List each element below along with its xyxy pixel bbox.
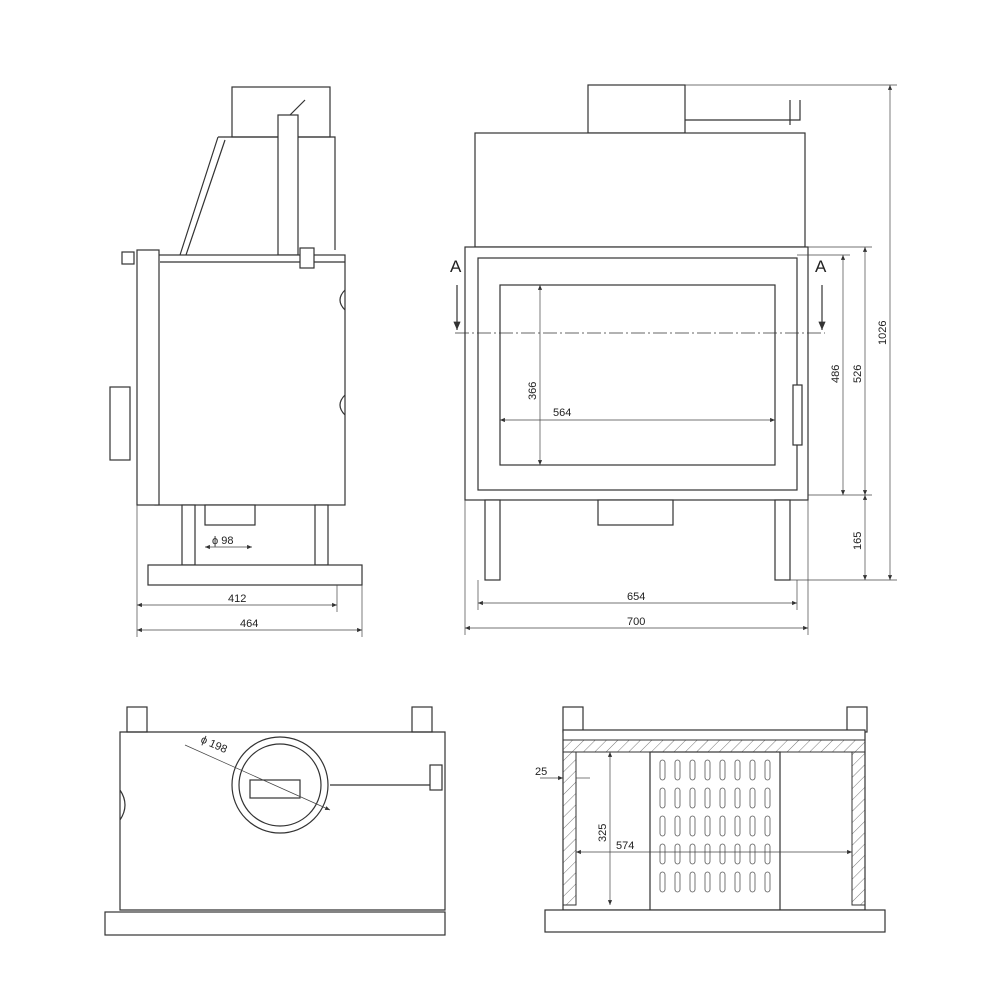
section-label-right: A: [815, 257, 827, 276]
grate-slot: [749, 871, 756, 893]
grate-slot: [764, 759, 771, 781]
front-view: A A 366 564 654 700 1026 526 486 165: [450, 84, 897, 635]
glass-height-label: 366: [527, 382, 539, 400]
side-view: ϕ 98 412 464: [109, 86, 363, 637]
grate-slot: [734, 787, 741, 809]
grate-slot: [749, 759, 756, 781]
wall-25-label: 25: [535, 766, 547, 778]
width-574-label: 574: [616, 840, 634, 852]
height-526-label: 526: [852, 365, 864, 383]
grate-slot: [719, 759, 726, 781]
grate-slot: [659, 787, 666, 809]
grate-slot: [659, 815, 666, 837]
width-412-label: 412: [228, 593, 246, 605]
grate-slot: [764, 871, 771, 893]
grate-slot: [704, 759, 711, 781]
flue-diameter-label: ϕ 98: [212, 535, 233, 547]
grate-slot: [734, 815, 741, 837]
grate-slot: [764, 815, 771, 837]
width-654-label: 654: [627, 591, 645, 603]
height-486-label: 486: [830, 365, 842, 383]
grate-slot: [689, 871, 696, 893]
grate-slot: [689, 787, 696, 809]
grate-slot: [674, 759, 681, 781]
grate-slot: [719, 871, 726, 893]
grate-slot: [674, 815, 681, 837]
grate-slot: [719, 787, 726, 809]
flue-198-label: ϕ 198: [199, 734, 229, 756]
section-view: 25 325 574: [535, 706, 886, 933]
grate-slot: [734, 871, 741, 893]
grate-slot: [749, 787, 756, 809]
grate-slot: [689, 759, 696, 781]
height-325-label: 325: [597, 824, 609, 842]
section-label-left: A: [450, 257, 462, 276]
grate-slot: [659, 871, 666, 893]
width-464-label: 464: [240, 618, 258, 630]
grate-slot: [734, 759, 741, 781]
grate-slot: [674, 787, 681, 809]
top-view: ϕ 198: [104, 706, 446, 936]
grate-slot: [674, 871, 681, 893]
width-700-label: 700: [627, 616, 645, 628]
grate-slot: [689, 815, 696, 837]
grate-slot: [704, 787, 711, 809]
glass-width-label: 564: [553, 407, 571, 419]
grate-slot: [719, 815, 726, 837]
grate-slot: [749, 815, 756, 837]
height-165-label: 165: [852, 532, 864, 550]
grate-slot: [704, 871, 711, 893]
grate-slot: [704, 815, 711, 837]
height-1026-label: 1026: [877, 321, 889, 345]
grate-slot: [659, 759, 666, 781]
grate-slot: [764, 787, 771, 809]
